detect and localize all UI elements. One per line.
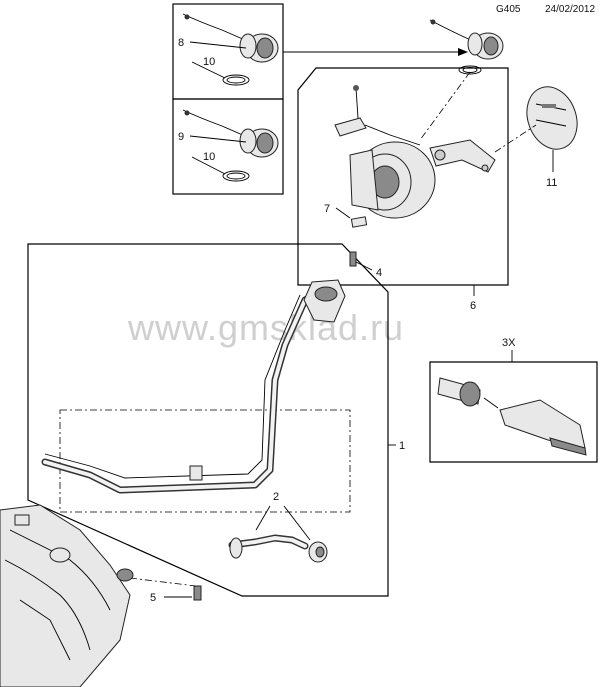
inset-panel-gasket-9: 9 10: [172, 98, 284, 195]
cap-to-housing-line: [419, 71, 471, 141]
callout-3x: 3X: [502, 337, 516, 349]
special-tool-3x: 3X: [429, 337, 598, 463]
fuel-door: 11: [494, 86, 578, 189]
callout-4: 4: [376, 267, 382, 279]
callout-6: 6: [470, 300, 476, 312]
inset-arrow-head: [458, 48, 468, 56]
diagram-code: G405: [496, 4, 521, 15]
diagram-date: 24/02/2012: [545, 4, 595, 15]
hose-clamps: 2: [228, 491, 328, 563]
callout-10-top: 10: [203, 56, 215, 68]
filler-pipe-panel: 4 1: [27, 243, 405, 597]
fuel-tank: [0, 504, 134, 687]
watermark: www.gmsklad.ru: [127, 307, 404, 348]
callout-2: 2: [273, 491, 279, 503]
callout-5: 5: [150, 592, 156, 604]
bolt-5: 5: [129, 577, 202, 604]
callout-8: 8: [178, 37, 184, 49]
callout-7: 7: [324, 203, 330, 215]
callout-1: 1: [399, 440, 405, 452]
fuel-cap-detail: [429, 19, 504, 75]
inset-panel-gasket-8: 8 10: [172, 3, 284, 100]
callout-10-bottom: 10: [203, 151, 215, 163]
filler-housing-panel: 7 6: [297, 67, 509, 312]
callout-11: 11: [546, 177, 557, 189]
callout-9: 9: [178, 131, 184, 143]
